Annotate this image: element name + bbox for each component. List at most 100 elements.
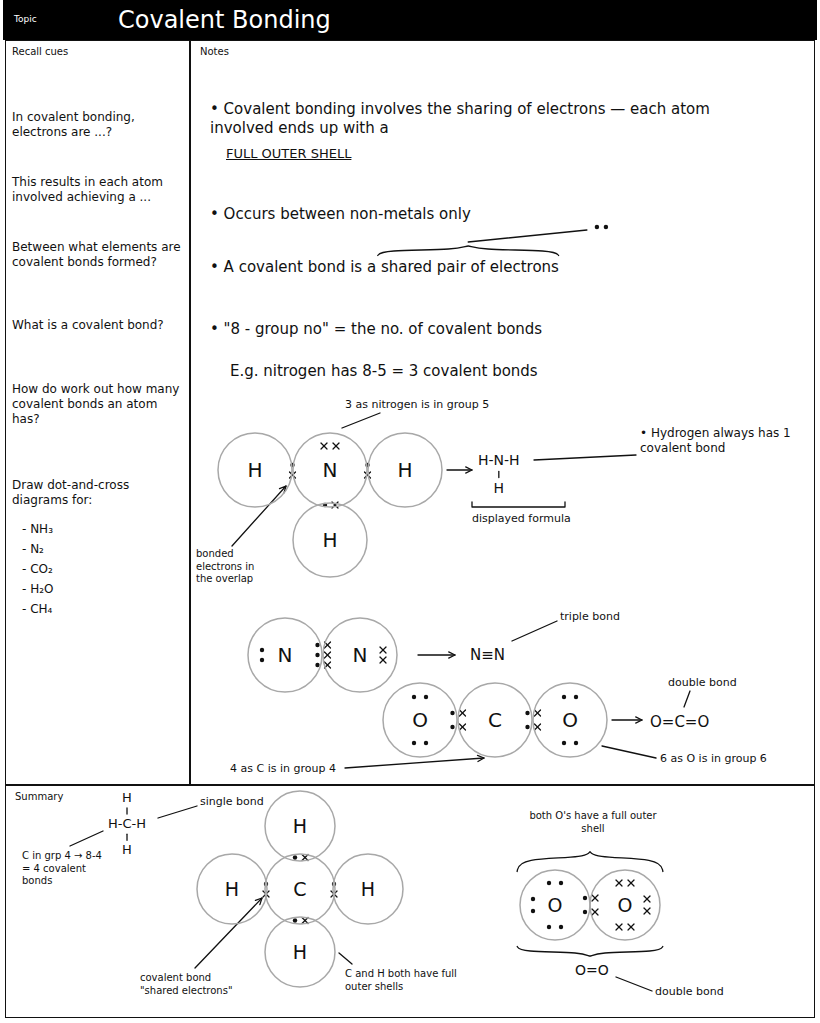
electron-cross bbox=[628, 880, 634, 886]
electron-dot bbox=[547, 881, 551, 885]
notes-panel: Notes • Covalent bonding involves the sha… bbox=[190, 40, 815, 785]
atom-shell: H bbox=[264, 790, 336, 862]
note-text: • "8 - group no" = the no. of covalent b… bbox=[210, 320, 542, 339]
electron-cross bbox=[592, 909, 598, 915]
electron-cross bbox=[460, 710, 466, 716]
electron-cross bbox=[325, 652, 331, 658]
electron-dot bbox=[424, 695, 428, 699]
electron-cross bbox=[616, 880, 622, 886]
displayed-formula: H bbox=[122, 790, 132, 806]
shell-circle bbox=[323, 618, 397, 692]
electron-cross bbox=[616, 924, 622, 930]
recall-cue: - CH₄ bbox=[22, 602, 52, 617]
atom-symbol: N bbox=[278, 644, 293, 666]
electron-cross bbox=[333, 443, 339, 449]
electron-dot bbox=[574, 695, 578, 699]
page-title: Covalent Bonding bbox=[118, 5, 331, 35]
atom-symbol: C bbox=[488, 709, 502, 731]
electron-dot bbox=[293, 918, 297, 922]
electron-dot bbox=[562, 695, 566, 699]
electron-cross bbox=[321, 443, 327, 449]
shell-circle bbox=[265, 791, 335, 861]
electron-dot bbox=[562, 741, 566, 745]
electron-dot bbox=[604, 225, 608, 229]
annotation: triple bond bbox=[560, 610, 620, 624]
shell-circle bbox=[293, 433, 367, 507]
atom-shell: C bbox=[457, 682, 533, 758]
displayed-formula: N≡N bbox=[470, 646, 505, 665]
leader-line bbox=[468, 230, 587, 242]
displayed-formula: H bbox=[122, 842, 132, 858]
annotation: C and H both have full outer shells bbox=[345, 968, 460, 993]
annotation: 6 as O is in group 6 bbox=[660, 752, 767, 766]
reaction-arrow bbox=[466, 467, 472, 473]
electron-cross bbox=[616, 924, 622, 930]
displayed-formula: O=O bbox=[575, 962, 609, 980]
reaction-arrow bbox=[612, 719, 642, 720]
electron-dot bbox=[412, 695, 416, 699]
electron-cross bbox=[535, 710, 541, 716]
atom-symbol: N bbox=[323, 459, 338, 481]
atom-shell: H bbox=[367, 432, 443, 508]
panel-heading: Recall cues bbox=[12, 46, 68, 59]
bond-line bbox=[126, 834, 127, 840]
shell-circle bbox=[520, 870, 590, 940]
displayed-formula: H-N-H bbox=[478, 452, 520, 470]
shell-circle bbox=[265, 854, 335, 924]
shell-circle bbox=[368, 433, 442, 507]
shell-circle bbox=[333, 854, 403, 924]
annotation: C in grp 4 → 8-4 = 4 covalent bonds bbox=[22, 850, 102, 888]
electron-dot bbox=[531, 909, 535, 913]
electron-dot bbox=[559, 881, 563, 885]
atom-symbol: H bbox=[397, 459, 412, 481]
atom-symbol: C bbox=[293, 879, 306, 900]
recall-cue: - CO₂ bbox=[22, 562, 53, 577]
recall-cue: - H₂O bbox=[22, 582, 53, 597]
recall-cue: What is a covalent bond? bbox=[12, 318, 182, 333]
atom-shell: H bbox=[196, 853, 268, 925]
leader-line bbox=[602, 746, 656, 758]
electron-cross bbox=[644, 896, 650, 902]
leader-line bbox=[345, 758, 484, 768]
atom-symbol: H bbox=[361, 879, 375, 900]
atom-symbol: O bbox=[562, 709, 578, 731]
atom-symbol: H bbox=[247, 459, 262, 481]
note-text: E.g. nitrogen has 8-5 = 3 covalent bonds bbox=[230, 362, 538, 381]
leader-line bbox=[195, 898, 262, 968]
shell-circle bbox=[265, 917, 335, 987]
electron-dot bbox=[424, 741, 428, 745]
atom-shell: N bbox=[292, 432, 368, 508]
annotation: 3 as nitrogen is in group 5 bbox=[345, 398, 489, 412]
brace bbox=[517, 851, 663, 872]
electron-cross bbox=[460, 724, 466, 730]
leader-line bbox=[512, 621, 557, 641]
electron-cross bbox=[644, 908, 650, 914]
brace bbox=[377, 246, 558, 256]
atom-symbol: H bbox=[293, 942, 307, 963]
electron-cross bbox=[592, 895, 598, 901]
electron-dot bbox=[595, 225, 599, 229]
electron-dot bbox=[315, 663, 319, 667]
panel-heading: Notes bbox=[200, 46, 229, 59]
electron-dot bbox=[525, 711, 529, 715]
electron-dot bbox=[450, 725, 454, 729]
leader-line bbox=[477, 755, 484, 761]
annotation: • Hydrogen always has 1 covalent bond bbox=[640, 426, 805, 456]
atom-shell: O bbox=[589, 869, 661, 941]
atom-symbol: O bbox=[548, 895, 563, 916]
electron-dot bbox=[315, 653, 319, 657]
electron-dot bbox=[260, 658, 264, 662]
electron-cross bbox=[644, 896, 650, 902]
electron-cross bbox=[380, 657, 386, 663]
note-text: • Covalent bonding involves the sharing … bbox=[210, 100, 770, 138]
annotation: displayed formula bbox=[472, 512, 571, 526]
recall-cue: Between what elements are covalent bonds… bbox=[12, 240, 182, 270]
brace bbox=[517, 946, 663, 956]
electron-dot bbox=[450, 711, 454, 715]
atom-shell: H bbox=[332, 853, 404, 925]
leader-line bbox=[255, 898, 262, 905]
reaction-arrow bbox=[447, 469, 472, 470]
leader-line bbox=[232, 486, 286, 546]
note-text: • Occurs between non-metals only bbox=[210, 205, 471, 224]
